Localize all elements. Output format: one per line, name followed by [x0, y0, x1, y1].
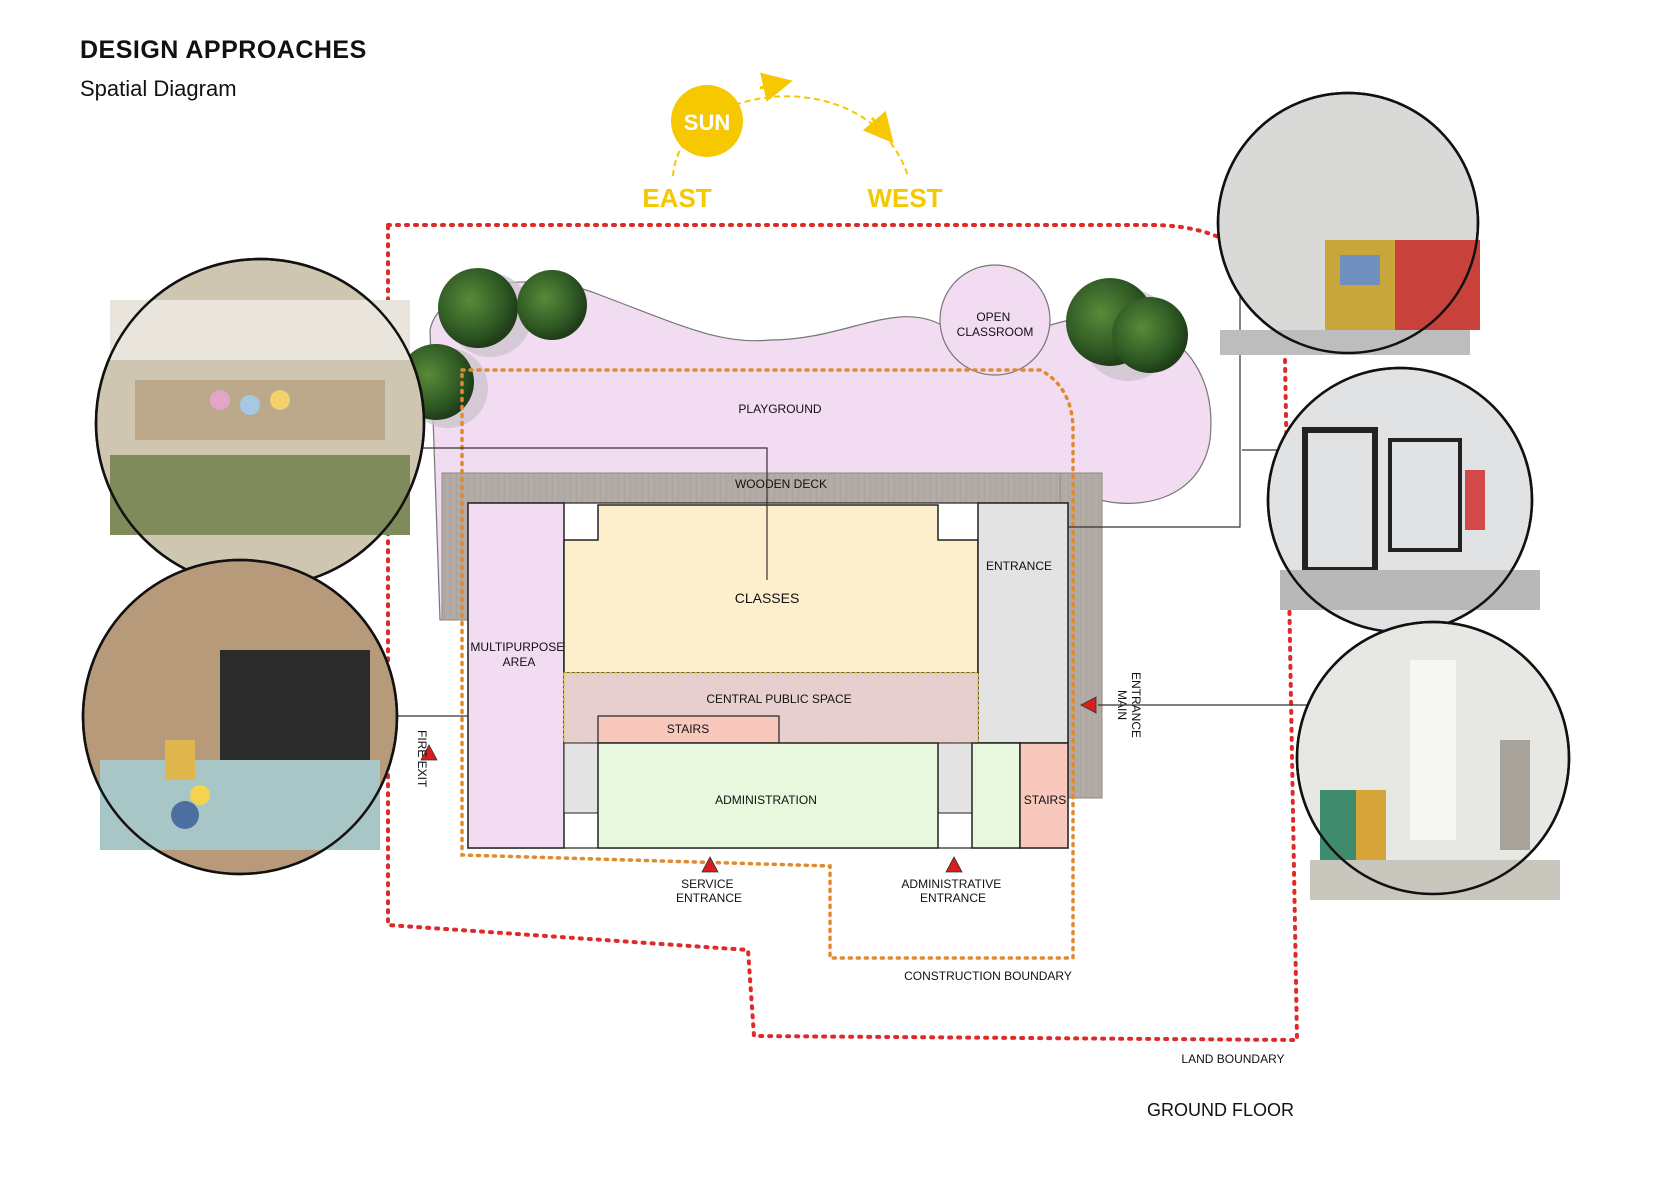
sun-label: SUN: [684, 110, 730, 135]
multipurpose-zone: [467, 502, 565, 849]
east-label: EAST: [642, 183, 711, 213]
entrance-zone: [977, 502, 1069, 744]
central-public-space-label: CENTRAL PUBLIC SPACE: [706, 692, 851, 706]
warning-triangle-icon: [945, 856, 963, 873]
service-entrance-label: SERVICE ENTRANCE: [676, 877, 742, 905]
administrative-entrance-label: ADMINISTRATIVE ENTRANCE: [901, 877, 1004, 905]
floor-label: GROUND FLOOR: [1147, 1100, 1295, 1120]
stairs-side-zone: [1019, 742, 1069, 849]
wooden-deck-label: WOODEN DECK: [735, 477, 827, 491]
interior-photo-circle: [81, 558, 399, 876]
tree-icon: [398, 268, 587, 428]
stairs-main-label: STAIRS: [667, 722, 709, 736]
playground-label: PLAYGROUND: [738, 402, 821, 416]
administration-label: ADMINISTRATION: [715, 793, 817, 807]
construction-boundary-label: CONSTRUCTION BOUNDARY: [904, 969, 1072, 983]
warning-triangle-icon: [701, 856, 719, 873]
administration-zone: [597, 742, 939, 849]
warning-triangle-icon: [1080, 696, 1097, 714]
stairs-main-zone: [597, 715, 780, 744]
classes-zone: [563, 504, 979, 674]
sun-path: SUN EAST WEST: [642, 72, 943, 213]
land-boundary-line: [386, 223, 1300, 1043]
open-classroom-zone: [939, 264, 1051, 376]
interior-photo-circle: [94, 257, 426, 589]
page-title: DESIGN APPROACHES: [80, 36, 367, 64]
fire-exit-label: FIRE EXIT: [415, 730, 429, 788]
interior-photo-circle: [1295, 620, 1571, 900]
stairs-side-label: STAIRS: [1024, 793, 1066, 807]
sun-icon: [671, 85, 743, 157]
land-boundary-label: LAND BOUNDARY: [1181, 1052, 1284, 1066]
interior-photo-circle: [1216, 91, 1480, 355]
classes-label: CLASSES: [735, 590, 800, 606]
warning-triangle-icon: [420, 744, 438, 761]
page-subtitle: Spatial Diagram: [80, 76, 237, 101]
entrance-label: ENTRANCE: [986, 559, 1052, 573]
open-classroom-label: OPEN CLASSROOM: [957, 310, 1034, 339]
interior-photo-circle: [1266, 366, 1540, 634]
west-label: WEST: [867, 183, 942, 213]
multipurpose-label: MULTIPURPOSE AREA: [470, 640, 567, 669]
construction-boundary-line: [460, 368, 1075, 960]
tree-icon: [1066, 278, 1188, 381]
